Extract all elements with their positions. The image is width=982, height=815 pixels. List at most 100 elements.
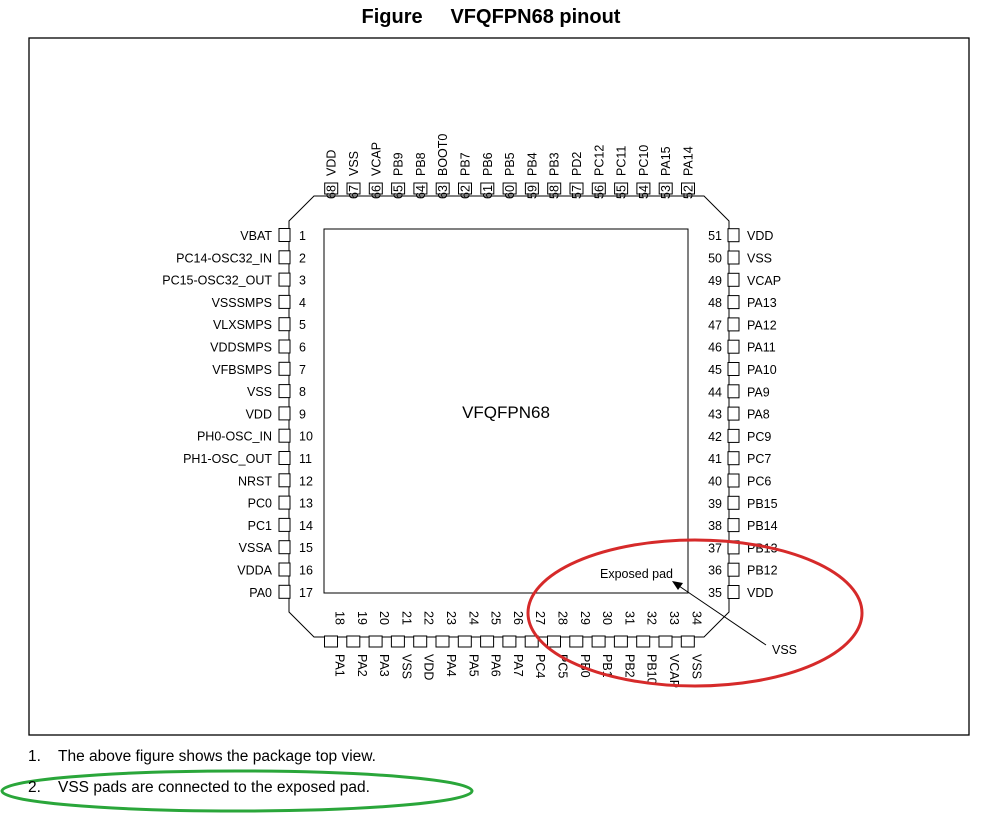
pin-label-32: PB10 bbox=[645, 654, 659, 685]
pin-number-26: 26 bbox=[511, 611, 525, 625]
pin-label-30: PB1 bbox=[600, 654, 614, 678]
pin-number-22: 22 bbox=[422, 611, 436, 625]
pin-label-55: PC11 bbox=[615, 146, 629, 176]
pin-label-47: PA12 bbox=[747, 318, 777, 332]
pin-number-48: 48 bbox=[708, 296, 722, 310]
pin-pad-51 bbox=[727, 228, 740, 243]
pin-pad-24 bbox=[457, 635, 472, 648]
pin-number-20: 20 bbox=[377, 611, 391, 625]
pin-number-60: 60 bbox=[503, 185, 517, 199]
pin-number-14: 14 bbox=[299, 519, 313, 533]
pin-label-38: PB14 bbox=[747, 519, 778, 533]
pin-number-53: 53 bbox=[659, 185, 673, 199]
pin-pad-19 bbox=[346, 635, 361, 648]
pin-label-29: PB0 bbox=[578, 654, 592, 678]
pin-number-55: 55 bbox=[615, 185, 629, 199]
pin-pad-63 bbox=[435, 182, 450, 195]
pin-number-12: 12 bbox=[299, 474, 313, 488]
pin-number-47: 47 bbox=[708, 318, 722, 332]
pin-label-9: VDD bbox=[246, 407, 272, 421]
pin-number-57: 57 bbox=[570, 185, 584, 199]
pin-number-30: 30 bbox=[600, 611, 614, 625]
pin-number-3: 3 bbox=[299, 274, 306, 288]
pin-pad-44 bbox=[727, 384, 740, 399]
pin-label-6: VDDSMPS bbox=[210, 341, 272, 355]
pin-label-44: PA9 bbox=[747, 385, 770, 399]
figure-caption: Figure VFQFPN68 pinout bbox=[0, 6, 982, 29]
pin-pad-15 bbox=[278, 540, 291, 555]
pin-pad-59 bbox=[524, 182, 539, 195]
pin-number-1: 1 bbox=[299, 229, 306, 243]
pin-number-38: 38 bbox=[708, 519, 722, 533]
pin-pad-7 bbox=[278, 361, 291, 376]
pin-label-11: PH1-OSC_OUT bbox=[183, 452, 272, 466]
pin-label-56: PC12 bbox=[592, 145, 606, 176]
package-label: VFQFPN68 bbox=[462, 403, 550, 422]
pin-pad-3 bbox=[278, 272, 291, 287]
pin-label-50: VSS bbox=[747, 252, 772, 266]
pin-pad-47 bbox=[727, 317, 740, 332]
pin-pad-66 bbox=[368, 182, 383, 195]
pin-number-66: 66 bbox=[369, 185, 383, 199]
pin-label-58: PB3 bbox=[548, 152, 562, 176]
pin-label-59: PB4 bbox=[525, 152, 539, 176]
pin-label-68: VDD bbox=[325, 150, 339, 176]
pin-pad-6 bbox=[278, 339, 291, 354]
pin-label-35: VDD bbox=[747, 586, 773, 600]
pin-label-45: PA10 bbox=[747, 363, 777, 377]
pin-label-54: PC10 bbox=[637, 145, 651, 176]
figure-frame bbox=[28, 37, 970, 736]
pin-label-25: PA6 bbox=[489, 654, 503, 677]
pin-number-27: 27 bbox=[533, 611, 547, 625]
exposed-pad-label: Exposed pad bbox=[600, 567, 673, 581]
pin-number-54: 54 bbox=[637, 185, 651, 199]
pin-pad-32 bbox=[636, 635, 651, 648]
pin-label-46: PA11 bbox=[747, 341, 776, 355]
pin-label-33: VCAP bbox=[667, 654, 681, 688]
pin-pad-33 bbox=[658, 635, 673, 648]
pin-number-6: 6 bbox=[299, 341, 306, 355]
pin-number-35: 35 bbox=[708, 586, 722, 600]
pin-label-62: PB7 bbox=[459, 152, 473, 176]
pin-number-32: 32 bbox=[645, 611, 659, 625]
pin-number-59: 59 bbox=[525, 185, 539, 199]
pin-label-65: PB9 bbox=[392, 152, 406, 176]
pin-pad-62 bbox=[458, 182, 472, 195]
pin-number-44: 44 bbox=[708, 385, 722, 399]
pin-pad-11 bbox=[278, 451, 291, 465]
pin-pad-52 bbox=[681, 182, 695, 195]
pin-number-51: 51 bbox=[708, 229, 722, 243]
pin-number-46: 46 bbox=[708, 341, 722, 355]
pin-number-7: 7 bbox=[299, 363, 306, 377]
pin-label-8: VSS bbox=[247, 385, 272, 399]
pin-pad-31 bbox=[613, 635, 628, 648]
pin-number-17: 17 bbox=[299, 586, 313, 600]
pin-layer: 1VBAT2PC14-OSC32_IN3PC15-OSC32_OUT4VSSSM… bbox=[162, 134, 781, 688]
pin-label-51: VDD bbox=[747, 229, 773, 243]
pin-label-1: VBAT bbox=[240, 229, 272, 243]
pin-pad-48 bbox=[727, 295, 740, 310]
pin-label-39: PB15 bbox=[747, 497, 778, 511]
pin-number-58: 58 bbox=[548, 185, 562, 199]
pin-pad-2 bbox=[278, 250, 291, 265]
pin-pad-39 bbox=[727, 495, 740, 510]
pin-number-41: 41 bbox=[708, 452, 722, 466]
pin-number-56: 56 bbox=[592, 185, 606, 199]
pin-label-57: PD2 bbox=[570, 152, 584, 176]
pin-label-40: PC6 bbox=[747, 475, 771, 489]
pin-pad-25 bbox=[480, 635, 495, 648]
exposed-pad bbox=[323, 228, 689, 594]
red-highlight-ellipse bbox=[526, 538, 864, 688]
pin-label-21: VSS bbox=[399, 654, 413, 679]
pin-pad-9 bbox=[278, 406, 291, 421]
pin-label-49: VCAP bbox=[747, 274, 781, 288]
pin-number-49: 49 bbox=[708, 274, 722, 288]
footnote-text: The above figure shows the package top v… bbox=[58, 748, 376, 765]
vss-callout-label: VSS bbox=[772, 643, 797, 657]
pin-number-39: 39 bbox=[708, 497, 722, 511]
pin-pad-40 bbox=[727, 473, 740, 488]
footnote-number: 2. bbox=[28, 779, 41, 796]
pin-pad-41 bbox=[727, 451, 740, 466]
pin-label-13: PC0 bbox=[248, 497, 272, 511]
pin-number-42: 42 bbox=[708, 430, 722, 444]
